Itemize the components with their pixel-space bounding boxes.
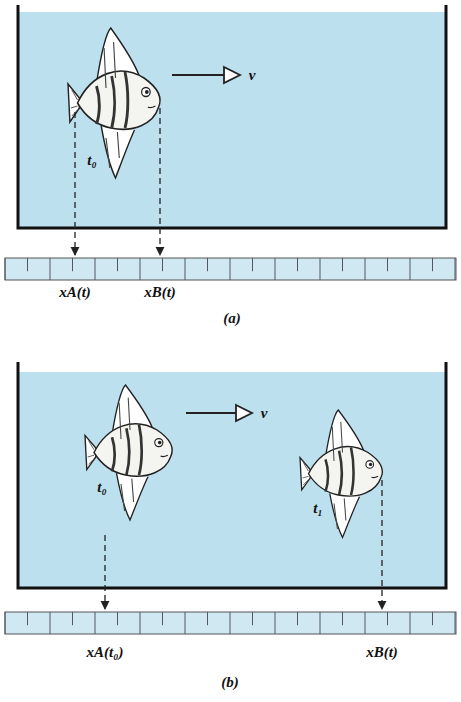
ruler-tick [162,258,163,271]
ruler-tick [72,258,73,271]
position-marker [104,535,105,609]
ruler-tick [252,612,253,625]
ruler-tick [432,612,433,625]
water [18,12,446,228]
ruler-tick [410,258,411,280]
ruler-tick [275,612,276,634]
ruler-tick [320,612,321,634]
ruler-tick [230,258,231,280]
ruler-tick [185,612,186,634]
ruler-tick [342,258,343,271]
time-label: t₀ [87,152,96,169]
velocity-label: v [261,405,268,422]
ruler-tick [387,258,388,271]
ruler-tick [365,612,366,634]
ruler-ticks [5,612,455,634]
ruler-tick [297,258,298,271]
ruler-tick [207,612,208,625]
ruler-tick [117,612,118,625]
ruler [5,258,456,280]
position-label: xB(t) [144,284,176,301]
time-label: t₁ [313,500,322,517]
velocity-arrowhead [224,67,240,83]
ruler-tick [455,258,456,280]
ruler-tick [27,612,28,625]
ruler-tick [95,258,96,280]
ruler-tick [5,258,6,280]
ruler-tick [207,258,208,271]
ruler-tick [50,612,51,634]
ruler-tick [27,258,28,271]
ruler-tick [140,612,141,634]
panel-label: (b) [221,674,239,691]
ruler-tick [387,612,388,625]
position-label: xA(t₀) [87,644,124,661]
ruler-tick [342,612,343,625]
position-marker [159,108,160,255]
position-marker [74,112,75,255]
ruler-tick [72,612,73,625]
ruler-tick [410,612,411,634]
position-marker [381,480,382,609]
ruler-tick [252,258,253,271]
ruler-tick [455,612,456,634]
ruler-tick [162,612,163,625]
ruler-tick [117,258,118,271]
ruler-tick [230,612,231,634]
velocity-label: v [249,67,256,84]
position-label: xA(t) [59,284,91,301]
ruler-tick [432,258,433,271]
velocity-arrowhead [236,405,252,421]
ruler-tick [275,258,276,280]
ruler-tick [140,258,141,280]
ruler-tick [320,258,321,280]
tank-wall [18,5,446,228]
ruler-tick [95,612,96,634]
ruler-tick [297,612,298,625]
velocity-arrow [186,412,236,414]
velocity-arrow [172,74,224,76]
ruler-tick [365,258,366,280]
ruler-ticks [5,258,455,280]
panel-label: (a) [223,310,241,327]
ruler-tick [50,258,51,280]
ruler-tick [185,258,186,280]
ruler-tick [5,612,6,634]
time-label: t₀ [97,479,106,496]
position-label: xB(t) [366,644,398,661]
ruler [5,612,456,634]
